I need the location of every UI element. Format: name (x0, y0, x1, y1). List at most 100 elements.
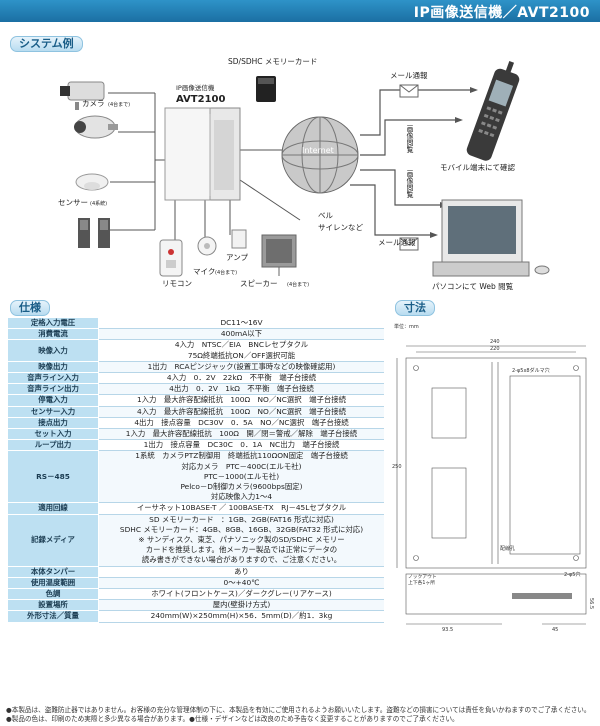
spec-value-line: 1出力 RCAピンジャック(設置工事時などの映像確認用) (147, 361, 336, 371)
spec-key: 定格入力電圧 (8, 318, 99, 330)
spec-key: 接点出力 (8, 417, 99, 430)
mail-label-1: メール通報 (390, 70, 428, 80)
spec-value: DC11～16V (98, 318, 384, 330)
internet-label: Internet (302, 146, 334, 155)
mic-label: マイク (193, 267, 215, 276)
mail-label-2: メール通報 (378, 237, 416, 247)
camera-note: (4台まで) (108, 101, 130, 108)
spec-value-line: イーサネット10BASE-T ／ 100BASE-TX RJ－45Lセプタクル (136, 503, 347, 513)
spec-value: 1入力 最大許容配線抵抗 100Ω 開／閉＝警戒／解除 端子台接続 (98, 428, 384, 441)
spec-value: 0～+40℃ (98, 577, 384, 590)
ceiling-sensor-icon (75, 173, 109, 191)
dims-d45: 45 (552, 627, 558, 633)
spec-value: SD メモリーカード ：1GB、2GB(FAT16 形式に対応)SDHC メモリ… (98, 514, 384, 567)
spec-value-line: 読み書きができない場合がありますので、ご注意ください。 (141, 555, 342, 565)
device-avt2100 (164, 107, 241, 201)
spec-row: 本体タンパーあり (8, 566, 384, 578)
siren-label: サイレンなど (318, 223, 363, 232)
spec-key: 使用温度範囲 (8, 577, 99, 590)
spec-row: 適用回線イーサネット10BASE-T ／ 100BASE-TX RJ－45Lセプ… (8, 502, 384, 515)
spec-value-line: Pelco－D制御カメラ(9600bps固定) (180, 482, 303, 492)
dims-unit: 単位：mm (394, 323, 419, 330)
spec-key: 色調 (8, 588, 99, 601)
spec-value-line: 240mm(W)×250mm(H)×56．5mm(D)／約1．3kg (150, 611, 333, 621)
dims-w220: 220 (490, 346, 500, 352)
spec-value: 1出力 接点容量 DC30C 0．1A NC出力 端子台接続 (98, 439, 384, 452)
spec-row: 外形寸法／質量 240mm(W)×250mm(H)×56．5mm(D)／約1．3k… (8, 610, 384, 623)
dims-hole2: 2-φ5穴 (564, 571, 580, 578)
spec-value-line: 1入力 最大許容配線抵抗 100Ω 開／閉＝警戒／解除 端子台接続 (125, 429, 358, 439)
remote-control-icon (159, 239, 183, 277)
spec-value: 4出力 0．2V 1kΩ 不平衡 端子台接続 (98, 383, 384, 396)
spec-value-line: 75Ω終端抵抗ON／OFF選択可能 (187, 350, 296, 360)
mic-note: (4台まで) (215, 269, 237, 276)
spec-value-line: 4出力 接点容量 DC30V 0．5A NO／NC選択 端子台接続 (134, 417, 349, 427)
spec-value-line: あり (234, 566, 249, 576)
spec-value-line: 4出力 0．2V 1kΩ 不平衡 端子台接続 (169, 384, 314, 394)
microphone-icon (197, 236, 217, 256)
device-label-1: IP画像送信機 (176, 83, 215, 92)
spec-value: あり (98, 566, 384, 578)
spec-value-line: PTC－1000(エルモ社) (203, 471, 280, 481)
dims-d565: 56.5 (588, 598, 594, 609)
spec-key: ループ出力 (8, 439, 99, 452)
spec-value: 4入力 最大許容配線抵抗 100Ω NO／NC選択 端子台接続 (98, 406, 384, 418)
footer-line-2: ●製品の色は、印刷のため実際と多少異なる場合があります。●仕様・デザインなどは改… (6, 715, 459, 723)
sd-card-label: SD/SDHC メモリーカード (228, 57, 317, 66)
spec-value-line: 1出力 接点容量 DC30C 0．1A NC出力 端子台接続 (143, 440, 340, 450)
spec-value-line: 1入力 最大許容配線抵抗 100Ω NO／NC選択 端子台接続 (136, 395, 347, 405)
spec-value-line: SD メモリーカード ：1GB、2GB(FAT16 形式に対応) (149, 514, 334, 524)
title-bar: IP画像送信機／AVT2100 (0, 0, 600, 22)
speaker-icon (261, 234, 297, 276)
dims-h250: 250 (392, 464, 402, 470)
spec-key: 消費電流 (8, 328, 99, 341)
bell-label: ベル (318, 211, 333, 220)
mail-envelope-icon (399, 84, 419, 98)
spec-value-line: カードを推奨します。他メーカー製品では正常にデータの (145, 545, 338, 555)
section-system: システム例 (10, 36, 83, 52)
sensor-label: センサー (58, 198, 88, 207)
mail-envelope-icon-2 (399, 237, 419, 251)
spec-value: 240mm(W)×250mm(H)×56．5mm(D)／約1．3kg (98, 610, 384, 623)
remote-label: リモコン (162, 279, 192, 288)
system-diagram: SD/SDHC メモリーカード IP画像送信機 AVT2100 カメラ (4台ま… (0, 30, 600, 292)
spec-key: 停電入力 (8, 394, 99, 407)
spec-value-line: 4入力 0．2V 22kΩ 不平衡 端子台接続 (166, 373, 317, 383)
spec-value-line: ホワイト(フロントケース)／ダークグレー(リアケース) (151, 589, 332, 599)
section-dimensions: 寸法 (395, 300, 435, 316)
mobile-label: モバイル端末にて確認 (440, 162, 515, 172)
spec-key: 外形寸法／質量 (8, 610, 99, 623)
spec-row: 音声ライン入力 4入力 0．2V 22kΩ 不平衡 端子台接続 (8, 372, 384, 385)
mobile-phone-icon (466, 61, 520, 161)
spec-row: 停電入力 1入力 最大許容配線抵抗 100Ω NO／NC選択 端子台接続 (8, 394, 384, 407)
speaker-note: (4台まで) (287, 281, 309, 288)
internet-globe-icon (281, 116, 359, 194)
spec-row: 音声ライン出力 4出力 0．2V 1kΩ 不平衡 端子台接続 (8, 383, 384, 396)
page-title: IP画像送信機／AVT2100 (413, 5, 590, 21)
spec-key: センサー入力 (8, 406, 99, 418)
spec-row: 色調 ホワイト(フロントケース)／ダークグレー(リアケース) (8, 588, 384, 601)
dims-d93: 93.5 (442, 627, 453, 633)
footer-notes: ●本製品は、盗難防止器ではありません。お客様の充分な管理体制の下に、本製品を有効… (6, 706, 596, 724)
spec-key: 音声ライン出力 (8, 383, 99, 396)
spec-value: 1出力 RCAピンジャック(設置工事時などの映像確認用) (98, 361, 384, 374)
dims-hole-note: 2-φ5x8ダルマ穴 (512, 367, 550, 374)
spec-value-line: ※ サンディスク、東芝、パナソニック製のSD/SDHC メモリー (138, 535, 345, 545)
sensor-note: (4系統) (90, 200, 107, 207)
spec-value: ホワイト(フロントケース)／ダークグレー(リアケース) (98, 588, 384, 601)
spec-key: 音声ライン入力 (8, 372, 99, 385)
dome-camera-icon (74, 115, 118, 139)
view-label-2: 画像閲覧 (406, 170, 414, 199)
footer-line-1: ●本製品は、盗難防止器ではありません。お客様の充分な管理体制の下に、本製品を有効… (6, 706, 591, 714)
spec-value-line: 対応カメラ PTC－400C(エルモ社) (181, 461, 302, 471)
section-spec: 仕様 (10, 300, 50, 316)
beam-sensor-icon (78, 218, 110, 248)
spec-value-line: 屋内(壁掛け方式) (212, 600, 271, 610)
